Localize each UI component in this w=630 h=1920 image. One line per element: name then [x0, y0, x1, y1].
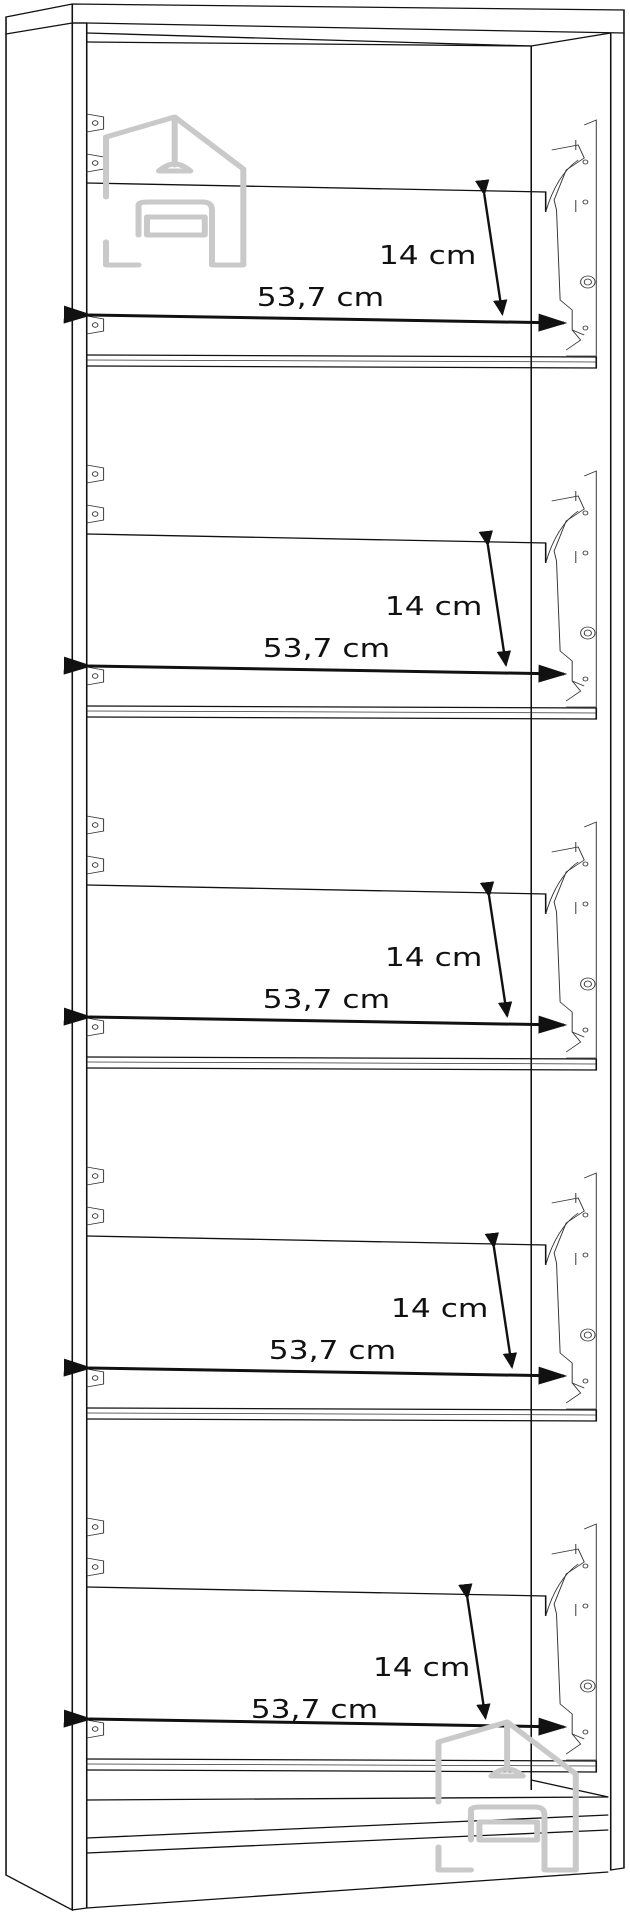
compartment-1: 14 cm 53,7 cm: [63, 113, 598, 369]
left-side-panel: [5, 23, 74, 1912]
width-dimension-arrow: [63, 1709, 568, 1736]
shelf: [86, 1407, 598, 1422]
compartment-3: 14 cm 53,7 cm: [63, 815, 598, 1071]
height-dimension-arrow: [458, 1583, 491, 1720]
hinge-mechanism-icon: [545, 1172, 597, 1410]
shelf: [86, 705, 598, 720]
mounting-bracket-icon: [86, 1166, 105, 1186]
height-label: 14 cm: [379, 240, 476, 271]
mounting-bracket-icon: [86, 1368, 105, 1388]
watermark-logo-icon: [102, 114, 247, 268]
hinge-mechanism-icon: [545, 119, 597, 357]
mounting-bracket-icon: [86, 855, 105, 875]
compartment-5: 14 cm 53,7 cm: [63, 1517, 598, 1773]
height-dimension-arrow: [474, 179, 508, 316]
height-dimension-arrow: [478, 530, 512, 667]
plinth-top: [86, 1796, 609, 1801]
mounting-bracket-icon: [86, 1517, 105, 1537]
width-label: 53,7 cm: [263, 633, 390, 664]
mounting-bracket-icon: [86, 666, 105, 686]
hinge-mechanism-icon: [545, 821, 597, 1059]
width-dimension-arrow: [63, 1358, 568, 1385]
hinge-mechanism-icon: [545, 470, 597, 708]
compartment-4: 14 cm 53,7 cm: [63, 1166, 598, 1422]
tilt-door-top: [86, 533, 547, 563]
mounting-bracket-icon: [86, 464, 105, 484]
height-dimension-arrow: [479, 881, 513, 1018]
mounting-bracket-icon: [86, 1206, 105, 1226]
shelf: [86, 354, 598, 369]
plinth-bottom: [86, 1871, 609, 1909]
mounting-bracket-icon: [86, 815, 105, 835]
height-label: 14 cm: [391, 1293, 488, 1324]
width-dimension-arrow: [63, 1007, 568, 1034]
mounting-bracket-icon: [86, 1017, 105, 1037]
tilt-door-top: [86, 1235, 547, 1265]
mounting-bracket-icon: [86, 504, 105, 524]
width-label: 53,7 cm: [269, 1335, 396, 1366]
width-label: 53,7 cm: [251, 1694, 378, 1725]
left-front-edge: [72, 22, 88, 1911]
compartment-2: 14 cm 53,7 cm: [63, 464, 598, 720]
tilt-door-top: [86, 182, 547, 212]
height-label: 14 cm: [385, 942, 482, 973]
mounting-bracket-icon: [86, 1557, 105, 1577]
width-dimension-arrow: [63, 305, 568, 332]
shelf: [86, 1056, 598, 1071]
height-dimension-arrow: [484, 1232, 518, 1369]
tilt-door-top: [86, 884, 547, 914]
shelf: [86, 1758, 598, 1773]
hinge-mechanism-icon: [545, 1523, 597, 1761]
height-label: 14 cm: [373, 1652, 470, 1683]
watermark-logo-icon: [435, 1719, 579, 1873]
width-label: 53,7 cm: [257, 282, 384, 313]
height-label: 14 cm: [385, 591, 482, 622]
tilt-door-top: [86, 1586, 547, 1616]
right-side-panel: [609, 33, 625, 1871]
width-label: 53,7 cm: [263, 984, 390, 1015]
mounting-bracket-icon: [86, 1719, 105, 1739]
mounting-bracket-icon: [86, 153, 105, 173]
top-panel: [5, 3, 625, 35]
mounting-bracket-icon: [86, 315, 105, 335]
cabinet-frame: [5, 3, 625, 1912]
mounting-bracket-icon: [86, 113, 105, 133]
width-dimension-arrow: [63, 656, 568, 683]
